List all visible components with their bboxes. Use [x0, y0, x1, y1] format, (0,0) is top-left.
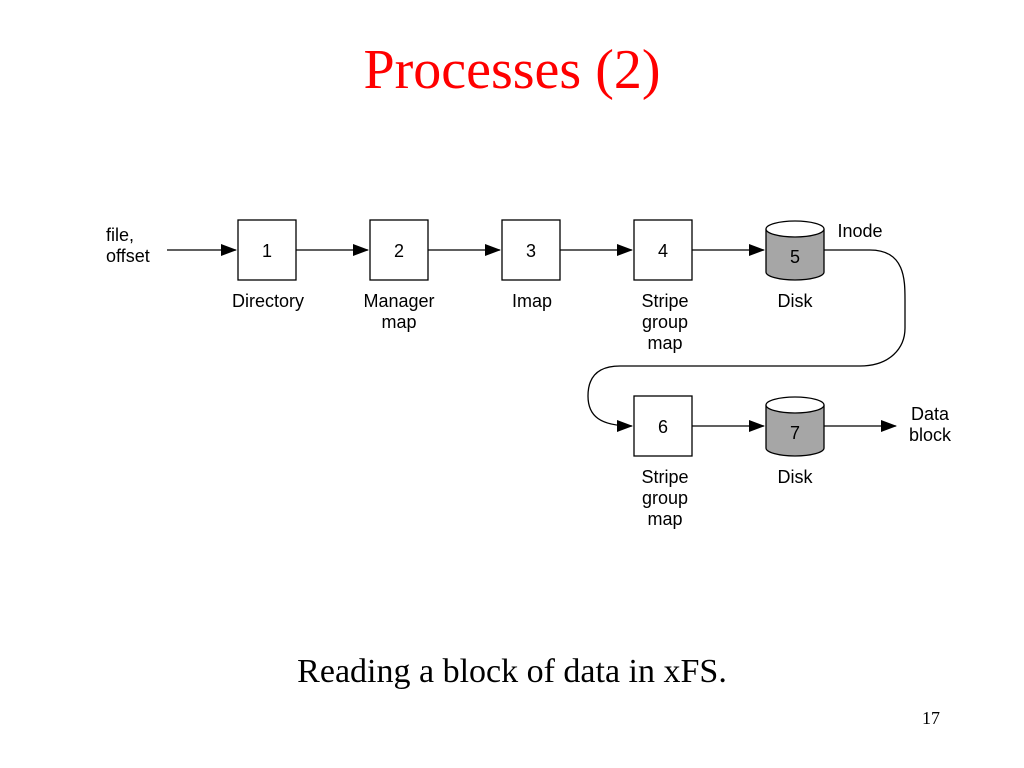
process-box-3: 3 [501, 219, 561, 281]
disk-cylinder-top [765, 220, 825, 238]
edges-layer [167, 244, 906, 432]
disk-node-5: 5 [765, 220, 825, 281]
node-label: Disk [778, 467, 814, 487]
node-number: 3 [526, 241, 536, 261]
process-box-4: 4 [633, 219, 693, 281]
page-number: 17 [922, 708, 940, 728]
process-box-1: 1 [237, 219, 297, 281]
slide-title: Processes (2) [363, 39, 661, 101]
node-number: 4 [658, 241, 668, 261]
disk-cylinder-top [765, 396, 825, 414]
node-label: Disk [778, 291, 814, 311]
nodes-layer: 1 2 3 4 5 6 7 [237, 219, 825, 457]
process-box-rect [633, 395, 693, 457]
process-box-6: 6 [633, 395, 693, 457]
process-box-rect [369, 219, 429, 281]
process-box-rect [237, 219, 297, 281]
disk-cylinder-body [765, 405, 825, 457]
node-number: 1 [262, 241, 272, 261]
node-number: 6 [658, 417, 668, 437]
node-label: Imap [512, 291, 552, 311]
edge-5-to-6 [587, 249, 906, 432]
node-number: 2 [394, 241, 404, 261]
node-number: 5 [790, 247, 800, 267]
disk-node-7: 7 [765, 396, 825, 457]
slide-caption: Reading a block of data in xFS. [297, 653, 727, 690]
node-number: 7 [790, 423, 800, 443]
process-box-2: 2 [369, 219, 429, 281]
process-box-rect [501, 219, 561, 281]
process-box-rect [633, 219, 693, 281]
node-label: Directory [232, 291, 304, 311]
disk-cylinder-body [765, 229, 825, 281]
input-label: file,offset [106, 225, 150, 266]
inode-edge-label: Inode [837, 221, 882, 241]
